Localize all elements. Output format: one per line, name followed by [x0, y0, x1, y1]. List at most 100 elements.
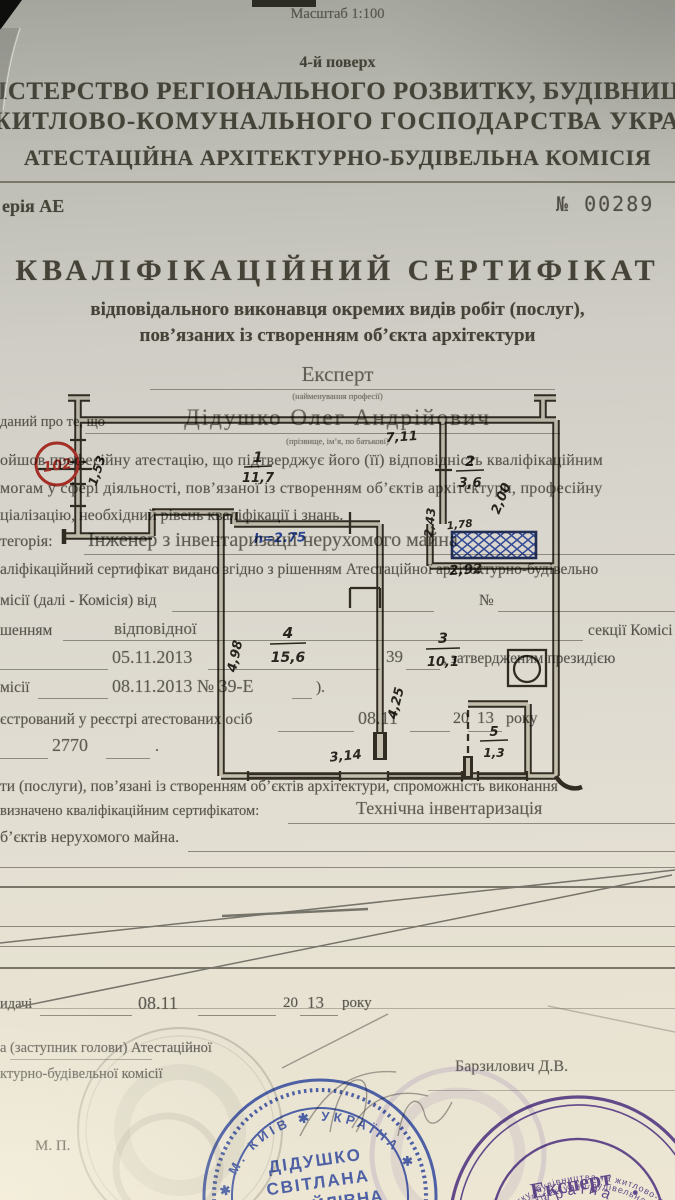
bathtub [450, 530, 538, 560]
ruled-line [0, 867, 675, 868]
decision-line4-suffix: , затвердженим президією [443, 650, 616, 667]
decision-line3-suffix: секції Комісі [588, 622, 673, 639]
ruled-line [0, 967, 675, 969]
room5-number: 5 [489, 725, 498, 740]
page-edge-curve [2, 27, 21, 111]
blank-line [406, 669, 440, 670]
blank-line [208, 669, 380, 670]
room3-area: 10,1 [427, 655, 459, 670]
room-label-2: 2 3,6 [455, 454, 485, 491]
profession-caption: (найменування професії) [292, 391, 383, 401]
room-label-4: 4 15,6 [269, 624, 307, 666]
blank-line [63, 640, 583, 641]
scale-note: Масштаб 1:100 [290, 6, 385, 22]
ministry-line2: ТА ЖИТЛОВО-КОМУНАЛЬНОГО ГОСПОДАРСТВА УКР… [0, 108, 675, 135]
certificate-subtitle1: відповідального виконавця окремих видів … [90, 299, 585, 320]
blank-line [468, 731, 502, 732]
registry-line: єстрований у реєстрі атестованих осіб [0, 711, 253, 728]
room4-area: 15,6 [271, 650, 306, 666]
decision-line2: місії (далі - Комісія) від [0, 592, 157, 609]
header-rule [0, 181, 675, 183]
registry-dot: . [155, 738, 159, 755]
blank-line [0, 758, 48, 759]
blank-line [0, 669, 108, 670]
purple-stamp: регіонального розвитку, будівництва та ж… [448, 1095, 675, 1200]
attest-line1: ойшов професійну атестацію, що підтвердж… [0, 452, 603, 469]
commission-line: АТЕСТАЦІЙНА АРХІТЕКТУРНО-БУДІВЕЛЬНА КОМІ… [23, 145, 652, 170]
blank-line [106, 758, 150, 759]
certificate-number: № 00289 [556, 192, 655, 216]
blue-stamp: ✱ М. КИЇВ ✱ УКРАЇНА ✱ ДІДУШКО СВІТЛАНА М… [202, 1078, 438, 1200]
window-glazing-lines [248, 774, 527, 778]
ruled-line [0, 926, 675, 927]
blank-line [278, 731, 354, 732]
dim-bath-width: 2,92 [449, 561, 483, 579]
registry-number: 2770 [52, 735, 88, 755]
wc-fixture-box [506, 648, 548, 688]
blank-line [288, 823, 675, 824]
room1-number: 1 [253, 450, 263, 466]
blank-line [38, 698, 108, 699]
room3-number: 3 [438, 631, 448, 647]
ruled-line [0, 1008, 675, 1009]
pencil-signature [281, 1013, 453, 1137]
photo-corner-shadow [0, 0, 22, 30]
room-label-3: 3 10,1 [425, 631, 461, 670]
floor-note: 4-й поверх [299, 54, 376, 71]
decision-line5-prefix: місії [0, 679, 30, 696]
strike-out-lines [0, 869, 675, 1033]
blank-line [172, 611, 434, 612]
protocol-number: 39 [386, 647, 403, 666]
embossed-seal [77, 1027, 283, 1200]
room5-area: 1,3 [483, 746, 504, 760]
category-label: тегорія: [0, 533, 53, 550]
issue-year-prefix: 20 [283, 995, 298, 1011]
blank-line [10, 1059, 152, 1060]
ministry-line1: МІНІСТЕРСТВО РЕГІОНАЛЬНОГО РОЗВИТКУ, БУД… [0, 78, 675, 105]
certificate-subtitle2: пов’язаних із створенням об’єкта архітек… [139, 325, 536, 346]
blank-line [188, 851, 675, 852]
room4-number: 4 [282, 624, 293, 642]
blank-line [498, 611, 675, 612]
blank-line [292, 698, 312, 699]
issue-prefix: идачі [0, 996, 33, 1012]
dim-bath-length: 1,78 [446, 518, 473, 533]
dim-door-width: 3,14 [329, 747, 362, 765]
seal-mark: М. П. [35, 1138, 71, 1154]
signatory-title2: ктурно-будівельної комісії [0, 1066, 163, 1082]
window-end-ticks [246, 771, 529, 781]
certificate-title: КВАЛІФІКАЦІЙНИЙ СЕРТИФІКАТ [15, 254, 660, 287]
room2-area: 3,6 [458, 476, 481, 491]
signatory-name: Барзилович Д.В. [455, 1058, 569, 1075]
scope-line3: б’єктів нерухомого майна. [0, 829, 180, 846]
blank-line [198, 1015, 276, 1016]
dim-wall-243: 2,43 [422, 507, 439, 538]
blank-line [428, 1090, 675, 1091]
door-jamb-symbol [348, 586, 382, 608]
room-label-1: 1 11,7 [242, 450, 275, 486]
issue-year-suffix: року [342, 995, 372, 1011]
decision-date1: 05.11.2013 [112, 647, 193, 667]
registry-year-prefix: 20 [453, 710, 469, 727]
blank-line [40, 1015, 132, 1016]
dim-width-top: 7,11 [385, 429, 418, 446]
apartment-number: 102 [42, 456, 73, 476]
decision-line3-prefix: шенням [0, 622, 53, 639]
ceiling-height-note: h=2.75 [254, 530, 307, 547]
attest-line2: могам у сфері діяльності, пов’язаної із … [0, 480, 603, 497]
scope-line1: ти (послуги), пов’язані із створенням об… [0, 778, 558, 795]
registry-year: 13 [477, 708, 494, 727]
page-edge-shade [0, 28, 20, 115]
blank-line [300, 1015, 338, 1016]
photo-edge-bar [252, 0, 316, 7]
scope-line2: визначено кваліфікаційним сертифікатом: [0, 803, 260, 819]
decision-line3-value: відповідної [114, 619, 197, 638]
room-label-5: 5 1,3 [479, 725, 509, 760]
issue-date: 08.11 [138, 993, 178, 1013]
scope-value: Технічна інвентаризація [356, 798, 543, 818]
wc-fixture-bowl [512, 654, 542, 684]
ghost-stamp-circle [369, 1066, 547, 1200]
profession-line [150, 389, 555, 390]
